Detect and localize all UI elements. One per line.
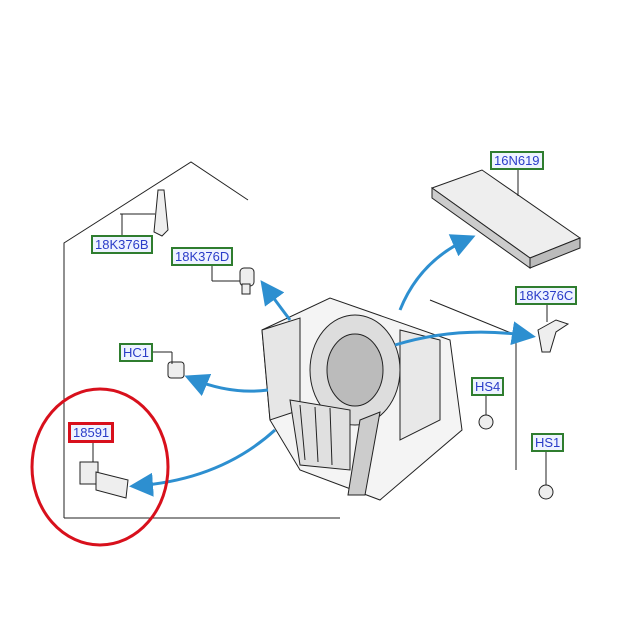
screw-hs4-drawing [478, 414, 494, 430]
part-label-18k376d[interactable]: 18K376D [171, 247, 234, 266]
part-label-hc1[interactable]: HC1 [119, 343, 154, 362]
cabin-filter-drawing [430, 169, 582, 269]
exploded-view-arrows [129, 234, 536, 497]
part-label-18591-highlighted[interactable]: 18591 [68, 422, 115, 443]
part-label-hs1[interactable]: HS1 [531, 433, 565, 452]
part-label-16n619[interactable]: 16N619 [490, 151, 544, 170]
actuator-c-drawing [537, 319, 570, 353]
part-label-hs4[interactable]: HS4 [471, 377, 505, 396]
highlight-circle [30, 387, 170, 547]
clip-hc1-drawing [167, 361, 185, 379]
screw-hs1-drawing [538, 484, 554, 500]
actuator-b-drawing [120, 189, 169, 237]
part-label-18k376c[interactable]: 18K376C [515, 286, 578, 305]
heater-housing-drawing [261, 297, 463, 501]
blower-resistor-drawing [79, 461, 129, 499]
actuator-d-drawing [239, 267, 255, 295]
assembly-outline [63, 161, 249, 518]
part-label-18k376b[interactable]: 18K376B [91, 235, 153, 254]
